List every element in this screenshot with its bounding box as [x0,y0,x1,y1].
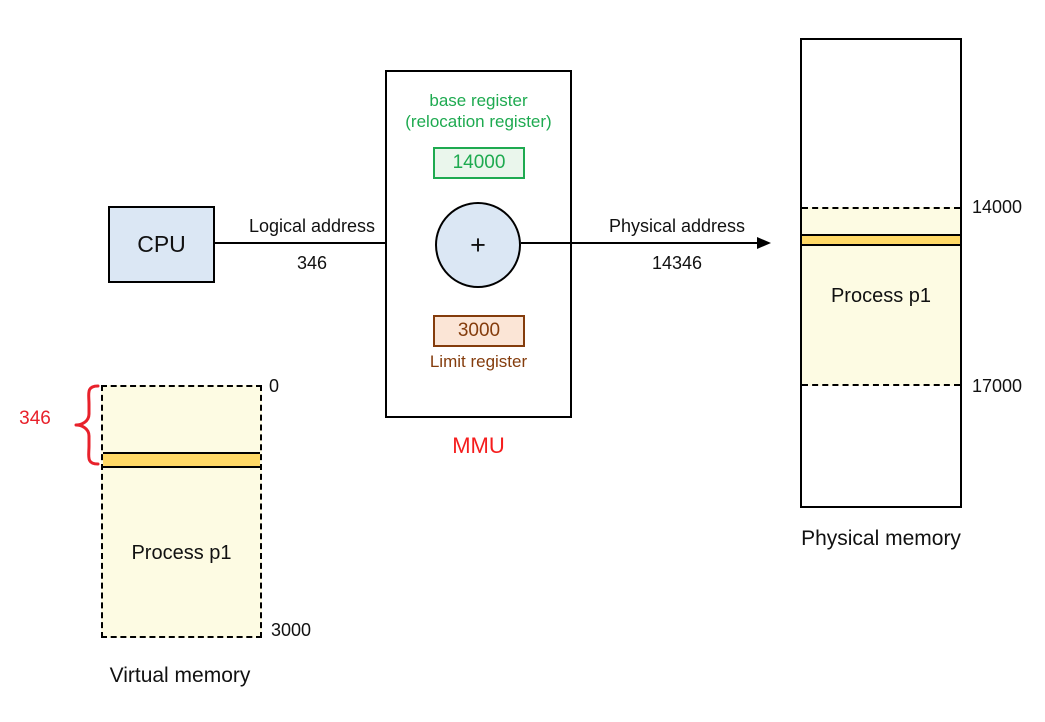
physical-memory-limit-address: 17000 [972,376,1023,396]
base-register-caption-line2: (relocation register) [405,112,552,131]
physical-memory-process-label: Process p1 [830,285,932,307]
virtual-memory-end-address: 3000 [271,620,312,640]
virtual-memory-box: Process p1 [101,385,262,638]
base-register-caption: base register (relocation register) [385,90,572,132]
virtual-memory-process-label: Process p1 [131,542,232,564]
mmu-label: MMU [452,433,505,458]
physical-address-arrow-line [521,242,757,244]
base-register-value: 14000 [452,152,506,173]
physical-address-arrowhead-icon [757,237,771,249]
adder-circle: + [435,202,521,288]
physical-address-label: Physical address [608,216,746,236]
limit-register-value: 3000 [457,320,501,341]
virtual-memory-title: Virtual memory [109,664,251,687]
cpu-box: CPU [108,206,215,283]
cpu-label: CPU [137,231,186,257]
virtual-memory-start-address: 0 [269,376,280,396]
physical-address-value: 14346 [651,253,703,273]
physical-memory-base-address: 14000 [972,197,1023,217]
virtual-memory-target-cell-stripe [103,452,260,468]
base-register-caption-line1: base register [429,91,528,110]
virtual-memory-offset-value: 346 [19,408,51,429]
physical-memory-target-cell-stripe [802,234,960,246]
plus-icon: + [470,229,486,260]
physical-memory-box: Process p1 [800,38,962,508]
logical-address-value: 346 [296,253,328,273]
logical-address-label: Logical address [248,216,376,236]
logical-address-arrow-line [215,242,401,244]
physical-memory-title: Physical memory [801,527,961,550]
limit-register-caption: Limit register [429,352,528,371]
base-register-value-box: 14000 [433,147,525,179]
offset-brace-icon [74,384,100,466]
limit-register-value-box: 3000 [433,315,525,347]
